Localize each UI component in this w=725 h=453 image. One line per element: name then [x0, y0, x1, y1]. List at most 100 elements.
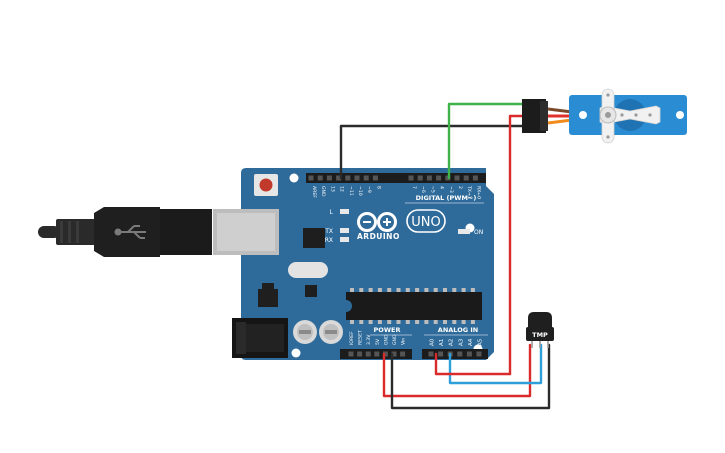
header-pin-15[interactable]: [472, 175, 478, 181]
pin-label: ~3: [448, 186, 454, 193]
wire-a1-to-sensor[interactable]: [448, 343, 543, 385]
wire-5v-red-return[interactable]: [508, 114, 526, 376]
svg-text:TX: TX: [324, 228, 333, 235]
pin-label: 12: [339, 186, 345, 192]
header-pin-3[interactable]: [336, 175, 342, 181]
svg-text:L: L: [330, 209, 334, 216]
digital-header: [306, 173, 486, 183]
power-pin-4[interactable]: [382, 351, 388, 357]
wire-5v-to-servo-power[interactable]: [382, 343, 532, 398]
power-pin-0[interactable]: [348, 351, 354, 357]
analog-pin-label: A5: [478, 338, 484, 346]
led-l: L: [330, 209, 349, 216]
header-pin-6[interactable]: [363, 175, 369, 181]
header-pin-5[interactable]: [354, 175, 360, 181]
power-pin-label: RESET: [358, 330, 364, 345]
pin-label: ~6: [420, 186, 426, 193]
analog-pin-5[interactable]: [476, 351, 482, 357]
led-on: ON: [458, 229, 483, 236]
power-label: POWER: [374, 326, 401, 334]
power-pin-label: GND: [392, 334, 398, 345]
wire-gnd-to-sensor[interactable]: [390, 343, 551, 410]
power-pin-label: 3.3V: [366, 334, 372, 345]
header-pin-1[interactable]: [317, 175, 323, 181]
header-pin-8[interactable]: [408, 175, 414, 181]
pin-label: 2: [457, 186, 463, 189]
header-pin-10[interactable]: [426, 175, 432, 181]
svg-text:RX: RX: [325, 237, 333, 244]
header-pin-9[interactable]: [417, 175, 423, 181]
header-pin-13[interactable]: [454, 175, 460, 181]
analog-pin-3[interactable]: [457, 351, 463, 357]
analog-header: [422, 349, 488, 359]
voltage-regulator: [258, 283, 278, 307]
svg-text:ON: ON: [474, 229, 483, 236]
arduino-infinity-logo: [357, 212, 397, 232]
mounting-hole: [291, 348, 301, 358]
analog-pin-4[interactable]: [466, 351, 472, 357]
usb-interface-chip: [303, 228, 325, 248]
uno-badge: UNO: [406, 209, 446, 233]
power-pin-1[interactable]: [357, 351, 363, 357]
digital-label: DIGITAL (PWM~): [416, 194, 477, 202]
dc-power-jack: [232, 318, 288, 358]
led-tx: TX: [324, 228, 349, 235]
pin-label: 7: [411, 186, 417, 189]
usb-cable[interactable]: [38, 207, 212, 257]
pin-label: 4: [439, 186, 445, 189]
header-pin-2[interactable]: [326, 175, 332, 181]
power-pin-2[interactable]: [365, 351, 371, 357]
pin-label: 13: [329, 186, 335, 192]
analog-pin-0[interactable]: [428, 351, 434, 357]
pin-label: GND: [320, 186, 326, 197]
usb-cable-end: [38, 226, 60, 238]
power-pin-3[interactable]: [374, 351, 380, 357]
power-pin-5[interactable]: [391, 351, 397, 357]
pin-label: ~9: [366, 186, 372, 193]
capacitor: [293, 320, 317, 344]
mounting-hole: [289, 173, 299, 183]
pin-label: 8: [375, 186, 381, 189]
power-pin-label: IOREF: [349, 331, 355, 345]
analog-pin-label: A3: [458, 338, 464, 346]
brand-label: ARDUINO: [357, 232, 400, 241]
usb-symbol-icon: [114, 225, 146, 239]
capacitor: [319, 320, 343, 344]
crystal-oscillator: [288, 262, 328, 278]
led-rx: RX: [325, 237, 349, 244]
power-pin-label: Vin: [401, 338, 407, 345]
pin-label: AREF: [311, 186, 317, 198]
wire-pin3-to-servo-signal[interactable]: [447, 102, 526, 180]
svg-text:UNO: UNO: [411, 215, 440, 230]
analog-pin-label: A2: [449, 339, 455, 346]
analog-pin-label: A1: [439, 339, 445, 346]
power-pin-label: GND: [383, 334, 389, 345]
header-pin-7[interactable]: [372, 175, 378, 181]
pin-label: RX←0: [475, 186, 481, 199]
atmega-microcontroller: [346, 288, 482, 324]
analog-pin-label: A0: [430, 338, 436, 346]
analog-pin-1[interactable]: [438, 351, 444, 357]
header-pin-4[interactable]: [345, 175, 351, 181]
pin-label: ~11: [348, 186, 354, 196]
analog-pin-label: A4: [468, 338, 474, 346]
header-pin-0[interactable]: [308, 175, 314, 181]
reset-button[interactable]: [254, 174, 278, 196]
pin-label: TX→1: [466, 185, 472, 199]
usb-plug-head: [160, 209, 212, 255]
servo-motor[interactable]: [522, 88, 687, 144]
analog-label: ANALOG IN: [438, 326, 478, 334]
pin-label: ~10: [357, 186, 363, 196]
header-pin-14[interactable]: [463, 175, 469, 181]
pin-label: ~5: [429, 186, 435, 193]
power-pin-6[interactable]: [400, 351, 406, 357]
sensor-label: TMP: [532, 331, 548, 339]
header-pin-11[interactable]: [436, 175, 442, 181]
temperature-sensor[interactable]: TMP: [526, 312, 554, 348]
wire-gnd-to-servo[interactable]: [339, 124, 526, 180]
wire-a2-to-red[interactable]: [434, 352, 512, 376]
servo-horn[interactable]: [599, 88, 661, 144]
power-pin-label: 5V: [375, 338, 381, 345]
